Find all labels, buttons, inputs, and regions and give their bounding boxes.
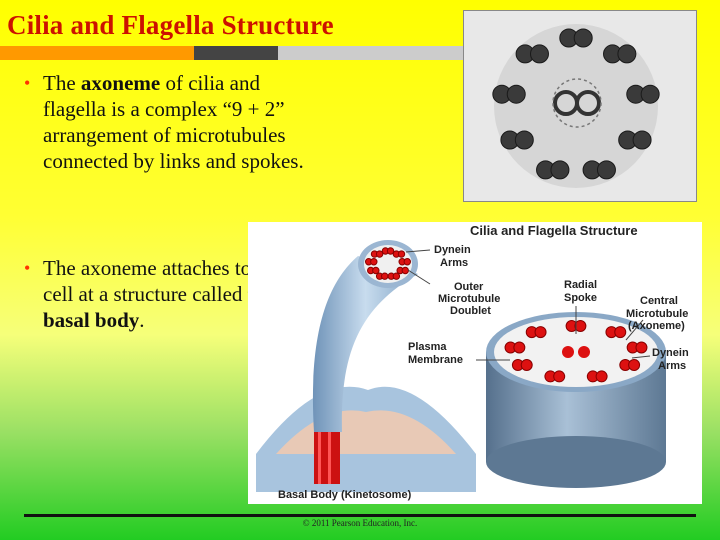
microtubule-doublet [372, 266, 380, 275]
bullet-axoneme: • The axoneme of cilia and flagella is a… [24, 70, 314, 210]
label-outer-doublet: Outer Microtubule Doublet [438, 281, 503, 317]
cilia-structure-figure: Cilia and Flagella Structure Dyn [248, 222, 702, 504]
microtubule-doublet [628, 359, 641, 371]
label-central-microtubule: Central Microtubule (Axoneme) [626, 295, 691, 332]
label-plasma-membrane: Plasma Membrane [408, 341, 463, 366]
microtubule-doublet [635, 341, 648, 354]
slide-title: Cilia and Flagella Structure [7, 10, 334, 40]
bullet-basal-body: • The axoneme attaches to the cell at a … [24, 255, 314, 345]
bullet-text-part: The [43, 71, 81, 95]
basal-body-highlight [318, 432, 321, 484]
cylinder-doublets [504, 320, 648, 383]
leader-lines [405, 249, 651, 361]
microtubule-doublet [370, 258, 378, 266]
microtubule-doublet [574, 320, 587, 332]
label-basal-body: Basal Body (Kinetosome) [278, 489, 412, 501]
microtubule-doublet [514, 130, 534, 150]
bullet-marker: • [24, 258, 31, 278]
microtubule-doublet [401, 266, 409, 275]
microtubule-doublet [640, 84, 660, 104]
label-dynein-arms-right: Dynein Arms [652, 347, 692, 372]
micrograph-center [552, 78, 602, 128]
microtubule-doublet [632, 130, 652, 150]
label-radial-spoke: Radial Spoke [564, 279, 600, 304]
microtubule-doublet [617, 44, 637, 64]
micrograph-image [464, 11, 696, 201]
microtubule-doublet [595, 370, 608, 383]
microtubule-doublet [403, 258, 412, 266]
microtubule-doublet [386, 247, 395, 255]
footer-rule [24, 514, 696, 517]
microtubule-doublet [550, 160, 570, 180]
bullet-text-part: . [139, 308, 145, 332]
microtubule-doublet [614, 326, 627, 339]
figure-illustration: Cilia and Flagella Structure Dyn [256, 223, 692, 501]
microtubule-doublet [513, 341, 526, 354]
central-microtubule-left [562, 346, 574, 358]
microtubule-doublet [375, 250, 384, 258]
micrograph-doublets [492, 28, 660, 180]
title-bar-orange [0, 46, 194, 60]
central-microtubule-right [578, 346, 590, 358]
bullet-text-part: The axoneme attaches to the cell at a st… [43, 256, 283, 306]
basal-body-highlight [328, 432, 331, 484]
bullet-marker: • [24, 73, 31, 93]
bullet-text: The axoneme attaches to the cell at a st… [43, 255, 293, 333]
microtubule-doublet [520, 359, 533, 371]
axoneme-micrograph [463, 10, 697, 202]
figure-title: Cilia and Flagella Structure [470, 223, 638, 238]
basal-body-shape [314, 432, 340, 484]
microtubule-doublet [397, 250, 406, 258]
copyright-notice: © 2011 Pearson Education, Inc. [302, 518, 418, 528]
label-dynein-arms-top: Dynein Arms [434, 244, 474, 269]
tube-doublets [364, 247, 412, 280]
microtubule-doublet [529, 44, 549, 64]
microtubule-doublet [534, 326, 547, 339]
microtubule-doublet [506, 84, 526, 104]
microtubule-doublet [596, 160, 616, 180]
microtubule-doublet [553, 370, 566, 383]
flagellum-tube [312, 256, 418, 432]
bullet-bold-term: axoneme [80, 71, 161, 95]
bullet-bold-term: basal body [43, 308, 140, 332]
bullet-text: The axoneme of cilia and flagella is a c… [43, 70, 313, 174]
microtubule-doublet [392, 272, 401, 280]
microtubule-doublet [381, 272, 389, 280]
title-bar-dark [194, 46, 278, 60]
bullet-text-part: of cilia and flagella is a complex “9 + … [43, 71, 304, 173]
cylinder-bottom [486, 436, 666, 488]
microtubule-doublet [573, 28, 593, 48]
